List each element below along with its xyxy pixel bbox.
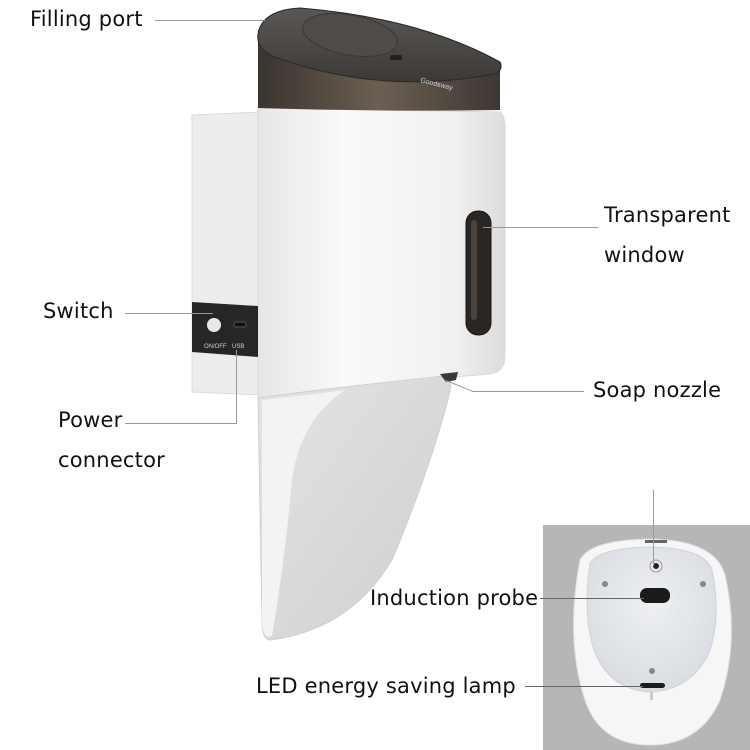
leader-led-lamp <box>525 686 643 687</box>
leader-switch <box>125 313 213 314</box>
label-led-lamp: LED energy saving lamp <box>256 674 516 698</box>
led-lamp <box>640 683 665 688</box>
induction-probe <box>640 588 670 603</box>
drip-tray <box>257 375 451 641</box>
soap-nozzle <box>440 372 458 382</box>
control-panel: ON/OFF USB <box>192 302 258 357</box>
label-power-connector-2: connector <box>58 448 165 472</box>
label-power-connector-1: Power <box>58 408 123 432</box>
label-transparent-window-1: Transparent <box>604 203 731 227</box>
leader-transparent-window <box>483 227 598 228</box>
leader-induction-vert <box>653 490 654 566</box>
label-soap-nozzle: Soap nozzle <box>593 378 722 402</box>
label-transparent-window-2: window <box>604 243 685 267</box>
leader-power-horiz <box>125 423 237 424</box>
leader-power-vert <box>236 350 237 424</box>
svg-text:USB: USB <box>232 344 244 350</box>
transparent-window <box>465 210 492 336</box>
svg-text:ON/OFF: ON/OFF <box>204 344 227 350</box>
power-switch-button <box>207 318 221 332</box>
leader-induction-probe <box>540 598 644 599</box>
leader-filling-port <box>155 20 265 21</box>
label-switch: Switch <box>43 299 114 323</box>
usb-port <box>233 321 247 328</box>
label-filling-port: Filling port <box>30 7 143 31</box>
leader-soap-nozzle <box>472 391 584 392</box>
label-induction-probe: Induction probe <box>370 586 539 610</box>
